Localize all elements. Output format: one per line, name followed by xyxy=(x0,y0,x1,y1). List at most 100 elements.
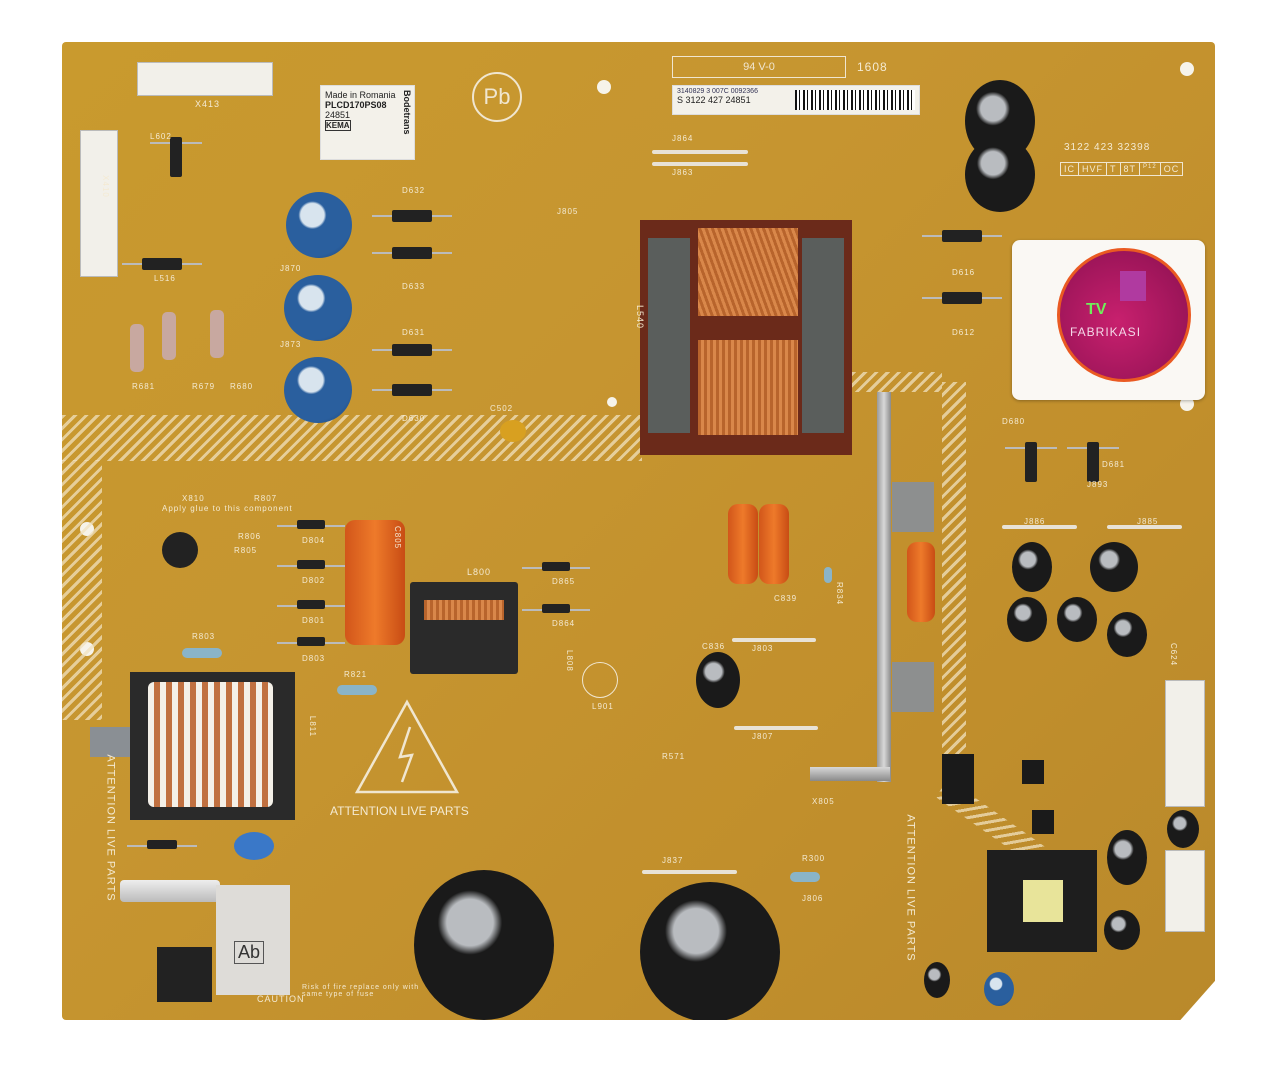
diode-d680 xyxy=(1005,442,1057,482)
mounting-hole xyxy=(1180,62,1194,76)
ref-label: J886 xyxy=(1024,517,1046,526)
part-number: 3122 423 32398 xyxy=(1064,142,1151,153)
code-box: T xyxy=(1107,163,1121,175)
sticker-brand-top: TV xyxy=(1086,301,1107,318)
connector-x413 xyxy=(137,62,273,96)
ref-label: D631 xyxy=(402,328,426,337)
ref-label: C839 xyxy=(774,594,798,603)
ref-label: J805 xyxy=(557,207,579,216)
capacitor xyxy=(1012,542,1052,592)
fuse-holder: Ab xyxy=(216,885,290,995)
ref-label: D612 xyxy=(952,328,976,337)
jumper-j803 xyxy=(732,638,816,642)
fuse xyxy=(120,880,220,902)
ref-label: L800 xyxy=(467,567,492,577)
isolation-band xyxy=(852,372,942,392)
label-mark: KEMA xyxy=(325,120,351,131)
transformer-l800 xyxy=(410,582,518,674)
ref-label: J863 xyxy=(672,168,694,177)
diode-d681 xyxy=(1067,442,1119,482)
ref-label: C805 xyxy=(393,526,402,550)
transistor xyxy=(1022,760,1044,784)
ref-label: J803 xyxy=(752,644,774,653)
copper-winding xyxy=(698,228,798,316)
diode-d865 xyxy=(522,562,590,571)
jumper-j837 xyxy=(642,870,737,874)
film-capacitor xyxy=(907,542,935,622)
power-connector xyxy=(157,947,212,1002)
diode-d801 xyxy=(277,600,345,609)
capacitor xyxy=(284,357,352,423)
code-boxes: IC HVF T 8T P12 OC xyxy=(1060,162,1184,176)
label-brand: Bodetrans xyxy=(402,90,412,135)
ref-label: D802 xyxy=(302,576,326,585)
capacitor xyxy=(1107,830,1147,885)
diode-l602 xyxy=(150,137,202,177)
ref-label: J870 xyxy=(280,264,302,273)
barcode-line: S 3122 427 24851 xyxy=(677,95,751,105)
capacitor-c836 xyxy=(696,652,740,708)
diode-l516 xyxy=(122,258,202,270)
capacitor-j870 xyxy=(286,192,352,258)
barcode xyxy=(795,90,915,110)
ref-label: D680 xyxy=(1002,417,1026,426)
choke-clip xyxy=(90,727,130,757)
capacitor xyxy=(1167,810,1199,848)
inductor xyxy=(1057,597,1097,642)
ref-label: D804 xyxy=(302,536,326,545)
ref-label: J837 xyxy=(662,856,684,865)
barcode-label: 3140829 3 007C 0092366 S 3122 427 24851 xyxy=(672,85,920,115)
ref-label: D616 xyxy=(952,268,976,277)
ref-label: L516 xyxy=(154,274,176,283)
ref-label: D865 xyxy=(552,577,576,586)
ref-label: X810 xyxy=(182,494,205,503)
film-capacitor xyxy=(728,504,758,584)
ref-label: D864 xyxy=(552,619,576,628)
inductor-l901-outline xyxy=(582,662,618,698)
thermistor-x810 xyxy=(162,532,198,568)
capacitor xyxy=(1090,542,1138,592)
resistor-r300 xyxy=(790,872,820,882)
ref-label: R834 xyxy=(835,582,844,606)
connector-x410 xyxy=(80,130,118,277)
code-box: P12 xyxy=(1140,163,1161,175)
diode-d633 xyxy=(372,247,452,259)
diode-d612 xyxy=(922,292,1002,304)
transformer-tape xyxy=(1023,880,1063,922)
side-warning-right: ATTENTION LIVE PARTS xyxy=(904,814,917,962)
heatsink xyxy=(877,392,891,782)
sticker-screen-icon xyxy=(1120,271,1146,301)
ref-label: C624 xyxy=(1169,642,1179,667)
diode-d804 xyxy=(277,520,345,529)
connector-right xyxy=(1165,680,1205,807)
ref-label: D803 xyxy=(302,654,326,663)
transformer-core xyxy=(802,238,844,433)
ref-label: R806 xyxy=(238,532,262,541)
capacitor xyxy=(1104,910,1140,950)
jumper-j885 xyxy=(1107,525,1182,529)
transformer-core xyxy=(648,238,690,433)
capacitor xyxy=(984,972,1014,1006)
fuse-marking: Ab xyxy=(234,941,265,964)
ref-label: X413 xyxy=(195,99,221,109)
ref-label: D630 xyxy=(402,414,426,423)
jumper-j807 xyxy=(734,726,818,730)
diode-d616 xyxy=(922,230,1002,242)
ref-label: D632 xyxy=(402,186,426,195)
bulk-capacitor xyxy=(640,882,780,1020)
jumper-j886 xyxy=(1002,525,1077,529)
ref-label: D801 xyxy=(302,616,326,625)
sticker-logo: TV FABRIKASI xyxy=(1057,248,1191,382)
isolation-band xyxy=(62,415,642,461)
ref-label: R681 xyxy=(132,382,156,391)
ref-label: R803 xyxy=(192,632,216,641)
ref-label: C836 xyxy=(702,642,726,651)
film-capacitor-c805 xyxy=(345,520,405,645)
barcode-line: 3140829 3 007C 0092366 xyxy=(677,88,758,95)
fuse-note: Risk of fire replace only with same type… xyxy=(302,984,420,998)
ref-label: D633 xyxy=(402,282,426,291)
ref-label: X410 xyxy=(100,175,110,198)
diode-r811 xyxy=(127,840,197,849)
ref-label: D681 xyxy=(1102,460,1126,469)
glue-note: Apply glue to this component xyxy=(162,504,293,513)
